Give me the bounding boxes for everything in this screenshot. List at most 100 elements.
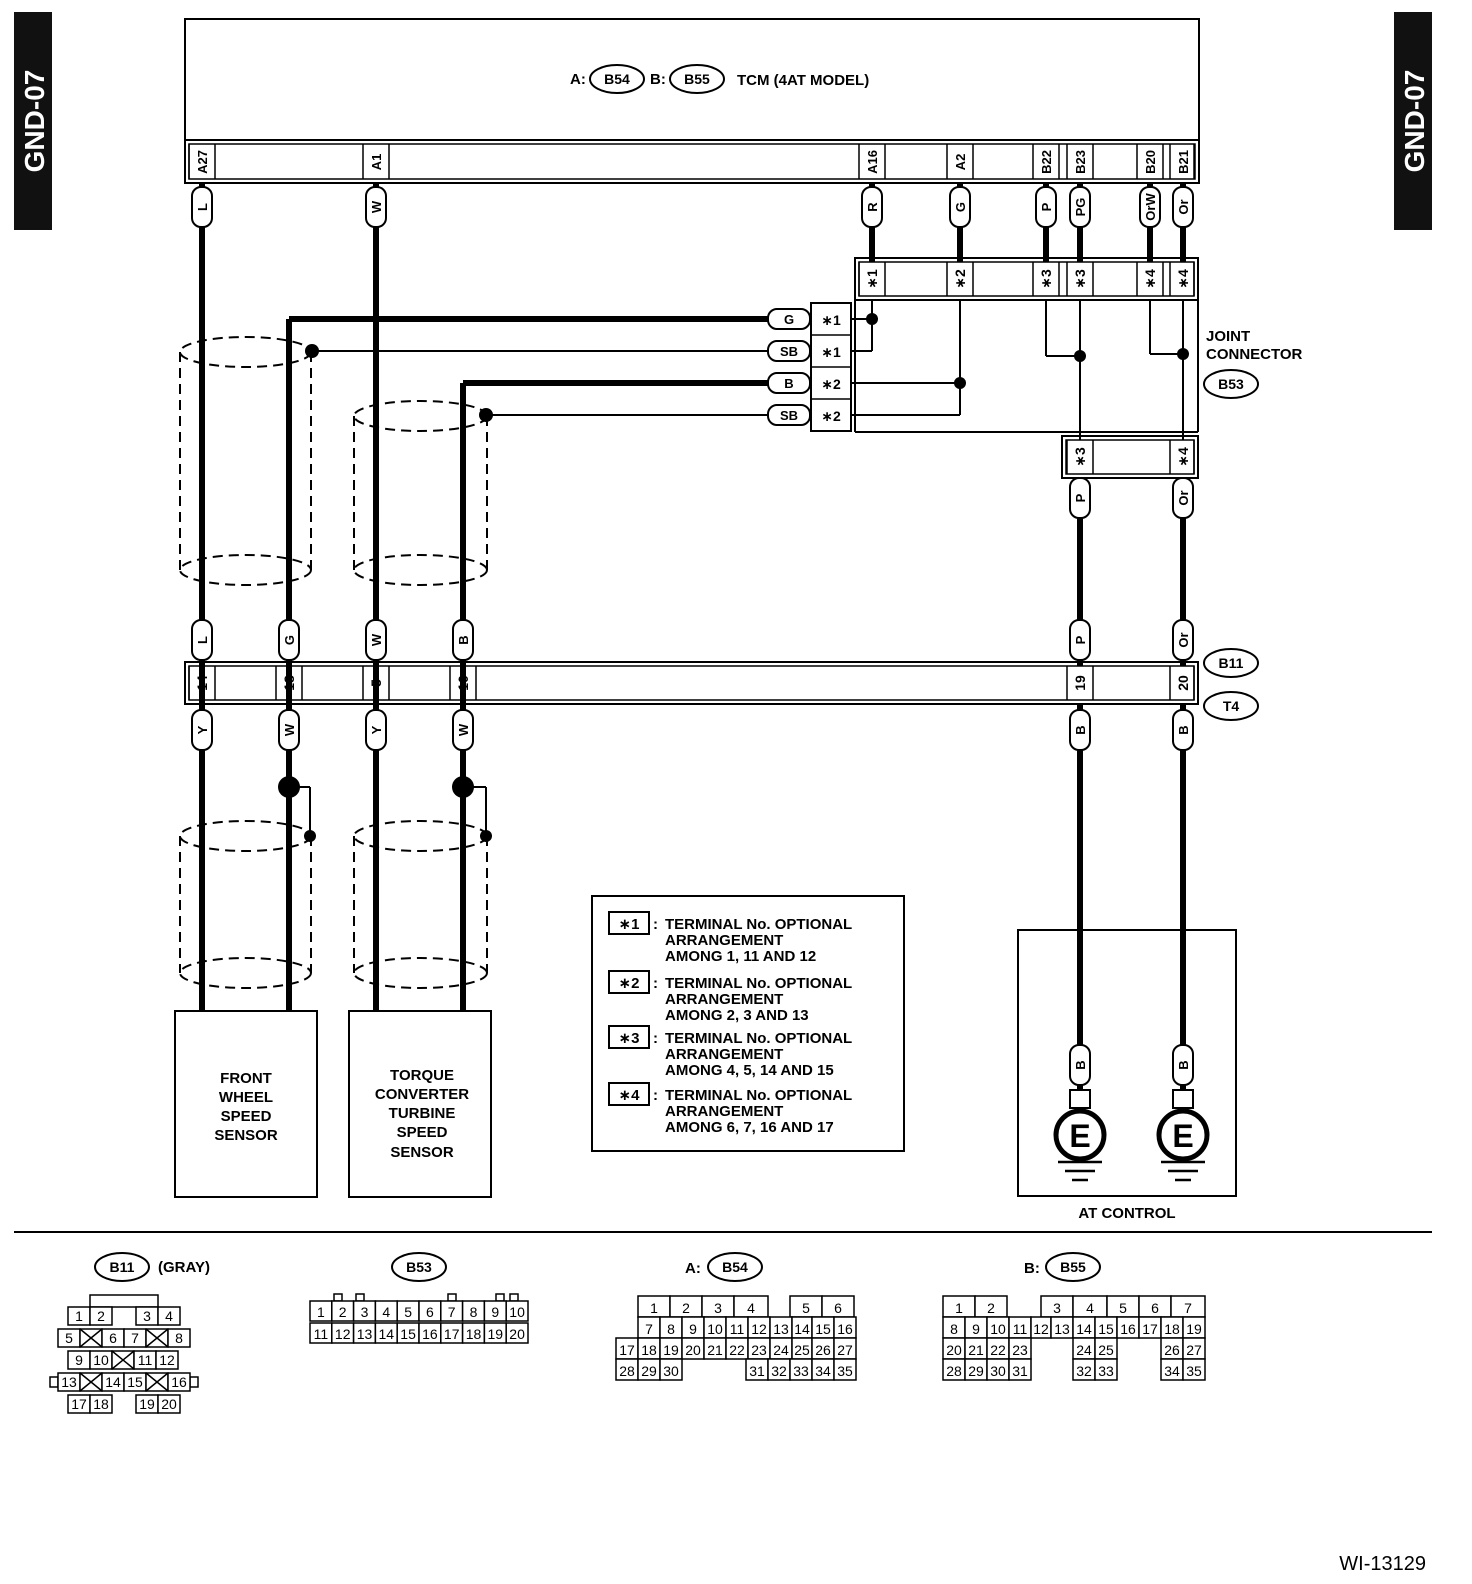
joint-row-2: SB∗1 <box>767 340 841 362</box>
joint-bottom-wire-0-text: P <box>1073 493 1088 502</box>
pin-cell-label: 35 <box>837 1363 853 1379</box>
b11-pin-18: 18 <box>281 675 297 691</box>
tcm-wire-tag-B23-text: PG <box>1073 198 1088 217</box>
pin-cell: 4 <box>374 1300 398 1322</box>
pin-cell-label: 33 <box>793 1363 809 1379</box>
torque-sensor-line2: CONVERTER <box>375 1086 469 1103</box>
b11-top-wire-3-text: B <box>456 635 471 644</box>
side-tab-right: GND-07 <box>1394 12 1432 230</box>
pin-cell-label: 16 <box>171 1374 187 1390</box>
pin-cell <box>111 1350 135 1370</box>
joint-row-term-2: ∗1 <box>821 344 841 360</box>
pin-cell: 2 <box>974 1295 1008 1318</box>
pin-cell: 6 <box>821 1295 855 1318</box>
pin-cell: 15 <box>123 1372 147 1392</box>
pin-cell: 12 <box>1030 1316 1052 1339</box>
b11-top-wire-4: P <box>1069 619 1091 661</box>
legend-item-1: ∗1:TERMINAL No. OPTIONALARRANGEMENTAMONG… <box>608 911 852 965</box>
pin-cell-label: 18 <box>93 1396 109 1412</box>
pin-cell-label: 28 <box>946 1363 962 1379</box>
pin-cell: 13 <box>1050 1316 1074 1339</box>
pin-cell: 28 <box>615 1358 639 1381</box>
joint-row-term-1: ∗1 <box>821 312 841 328</box>
joint-label-line1: JOINT <box>1206 328 1250 345</box>
pin-cell: 24 <box>1072 1337 1096 1360</box>
b11-bottom-wire-1-text: W <box>282 723 297 736</box>
pin-cell-label: 29 <box>641 1363 657 1379</box>
pin-cell-label: 29 <box>968 1363 984 1379</box>
pin-cell-label: 12 <box>335 1326 351 1342</box>
pin-cell: 35 <box>833 1358 857 1381</box>
shield-layer <box>179 336 493 989</box>
pin-cell: 9 <box>681 1316 705 1339</box>
pin-cell-label: 3 <box>361 1304 369 1320</box>
tcm-pin-B22: B22 <box>1039 150 1054 174</box>
t4-label: T4 <box>1223 698 1240 714</box>
b11-top-wire-3: B <box>452 619 474 661</box>
pin-cell: 3 <box>352 1300 377 1322</box>
pin-cell: 23 <box>747 1337 771 1360</box>
joint-top-term-1: ∗2 <box>952 269 968 289</box>
b11-label: B11 <box>1219 655 1244 671</box>
b11-t4-connector: B11 T4 <box>184 648 1259 721</box>
b11-top-wire-5-text: Or <box>1176 632 1191 647</box>
shield-front-upper <box>179 336 312 586</box>
pin-cell-label: 15 <box>127 1374 143 1390</box>
side-tab-left-label: GND-07 <box>19 70 50 173</box>
pin-cell: 34 <box>811 1358 835 1381</box>
pin-cell: 26 <box>811 1337 835 1360</box>
pin-cell-label: 9 <box>491 1304 499 1320</box>
pin-cell-label: 34 <box>815 1363 831 1379</box>
pin-cell <box>145 1328 169 1348</box>
pin-cell-label: 11 <box>730 1321 745 1337</box>
legend-mark-1: ∗1 <box>619 916 640 933</box>
b11-bottom-wire-5: B <box>1172 709 1194 751</box>
pin-cell: 2 <box>669 1295 703 1318</box>
pin-cell-label: 14 <box>105 1374 121 1390</box>
pin-cell-label: 26 <box>815 1342 831 1358</box>
pin-cell: 29 <box>637 1358 661 1381</box>
pin-cell-label: 6 <box>834 1300 842 1316</box>
diagram-code: WI-13129 <box>1339 1553 1426 1575</box>
pin-cell: 32 <box>1072 1358 1096 1381</box>
tcm-wire-tag-B21: Or <box>1172 186 1194 228</box>
pin-cell: 8 <box>461 1300 486 1322</box>
b11-top-wire-5: Or <box>1172 619 1194 661</box>
pin-cell: 14 <box>791 1316 813 1339</box>
tcm-pin-B21: B21 <box>1176 150 1191 174</box>
ground-symbol-2: E <box>1172 1118 1193 1154</box>
b11-top-wire-2-text: W <box>369 633 384 646</box>
pin-cell: 22 <box>725 1337 749 1360</box>
torque-sensor-line3: TURBINE <box>389 1105 456 1122</box>
pin-cell-label: 30 <box>663 1363 679 1379</box>
pin-cell: 16 <box>1116 1316 1140 1339</box>
pin-cell-label: 6 <box>426 1304 434 1320</box>
joint-id: B53 <box>1218 376 1244 392</box>
pin-cell: 27 <box>1182 1337 1206 1360</box>
legend-colon-2: : <box>653 975 658 992</box>
ground-1: BE <box>1053 1044 1107 1182</box>
pin-cell: 13 <box>769 1316 793 1339</box>
pin-cell: 30 <box>986 1358 1010 1381</box>
pin-cell-label: 32 <box>771 1363 787 1379</box>
b11-bottom-wire-3: W <box>452 709 474 751</box>
tcm-wire-tag-A1-text: W <box>369 200 384 213</box>
pin-cell: 19 <box>1182 1316 1206 1339</box>
conn-view-b11-id: B11 <box>110 1259 135 1275</box>
shield-front-lower <box>179 820 312 989</box>
pin-cell: 18 <box>1160 1316 1184 1339</box>
pin-cell-label: 19 <box>1186 1321 1202 1337</box>
pin-cell-label: 27 <box>1186 1342 1202 1358</box>
pin-cell-label: 30 <box>990 1363 1006 1379</box>
tcm-wire-tag-B23: PG <box>1069 186 1091 228</box>
conn-view-b54-prefix: A: <box>685 1260 701 1277</box>
pin-cell: 15 <box>1094 1316 1118 1339</box>
pin-cell: 15 <box>811 1316 835 1339</box>
ground-wire-tag-2-text: B <box>1176 1060 1191 1069</box>
pin-cell: 4 <box>733 1295 769 1318</box>
pin-cell-label: 14 <box>379 1326 395 1342</box>
splice-dot <box>866 313 878 325</box>
pin-cell-label: 24 <box>773 1342 789 1358</box>
legend-box <box>591 895 905 1152</box>
